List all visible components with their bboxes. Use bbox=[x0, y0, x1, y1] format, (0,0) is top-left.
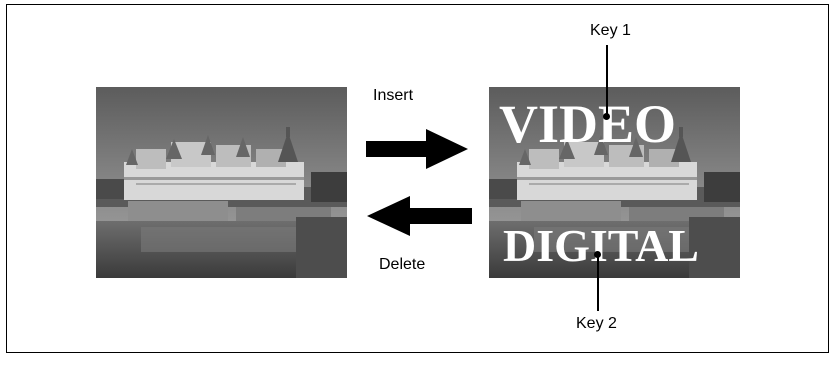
castle-image-right bbox=[489, 87, 740, 278]
key1-pointer bbox=[603, 113, 610, 120]
insert-label: Insert bbox=[373, 87, 414, 104]
castle-image-left bbox=[96, 87, 347, 278]
key2-text: DIGITAL bbox=[503, 220, 699, 271]
key1-text: VIDEO bbox=[499, 94, 677, 154]
key2-leader bbox=[597, 255, 599, 311]
key1-leader bbox=[606, 45, 608, 115]
keyed-image: VIDEO DIGITAL bbox=[489, 87, 740, 278]
key1-label: Key 1 bbox=[590, 22, 631, 39]
delete-arrow bbox=[367, 196, 472, 236]
key2-label: Key 2 bbox=[576, 315, 617, 332]
source-image bbox=[96, 87, 347, 278]
insert-arrow bbox=[366, 129, 468, 169]
key2-pointer bbox=[594, 251, 601, 258]
delete-label: Delete bbox=[379, 256, 426, 273]
